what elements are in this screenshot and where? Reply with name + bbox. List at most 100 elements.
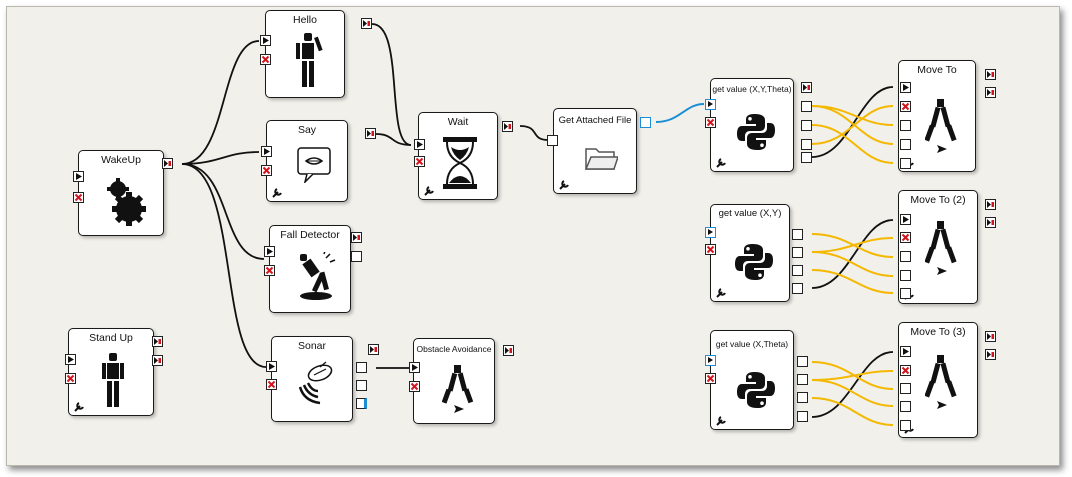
python-icon [735,244,773,280]
stopped-output-port[interactable] [152,355,163,366]
box-get-attached-file[interactable]: Get Attached File [553,108,637,194]
output-port[interactable] [792,247,803,258]
box-get-value-xy[interactable]: get value (X,Y) [710,204,790,302]
output-port[interactable] [801,101,812,112]
input-port[interactable] [900,401,911,412]
box-get-value-xtheta[interactable]: get value (X,Theta) [710,330,794,430]
start-input-port[interactable] [73,171,84,182]
box-standup[interactable]: Stand Up [68,328,154,416]
stop-input-port[interactable] [264,265,275,276]
output-port[interactable] [792,265,803,276]
box-title: get value (X,Y,Theta) [712,84,792,94]
stopped-output-port[interactable] [985,331,996,342]
box-title: Stand Up [89,332,133,344]
stop-input-port[interactable] [266,379,277,390]
stop-input-port[interactable] [705,117,716,128]
stopped-output-port[interactable] [503,345,514,356]
input-port[interactable] [900,270,911,281]
stop-input-port[interactable] [705,244,716,255]
box-title: Get Attached File [558,115,632,126]
output-port[interactable] [351,251,362,262]
stopped-output-port[interactable] [985,199,996,210]
robot-legs-icon [442,365,474,413]
stopped-output-port[interactable] [502,121,513,132]
box-move-to-2[interactable]: Move To (2) [898,190,978,304]
start-input-port[interactable] [414,139,425,150]
stopped-output-port[interactable] [152,336,163,347]
input-port[interactable] [900,158,911,169]
box-move-to[interactable]: Move To [898,60,976,172]
stop-input-port[interactable] [900,365,911,376]
start-input-port[interactable] [266,361,277,372]
output-port[interactable] [792,283,803,294]
python-icon [737,372,775,408]
stopped-output-port[interactable] [365,128,376,139]
stop-input-port[interactable] [705,373,716,384]
start-input-port[interactable] [65,354,76,365]
robot-legs-icon [925,355,957,409]
box-wakeup[interactable]: WakeUp [78,150,164,236]
wrench-icon [716,288,726,298]
stopped-output-port[interactable] [985,69,996,80]
box-title: WakeUp [101,154,141,166]
box-say[interactable]: Say [266,120,348,202]
start-input-port[interactable] [900,214,911,225]
box-get-value-xytheta[interactable]: get value (X,Y,Theta) [710,78,794,172]
box-hello[interactable]: Hello [265,10,345,98]
input-port[interactable] [900,288,911,299]
input-port[interactable] [547,135,558,146]
box-sonar[interactable]: Sonar [271,336,353,422]
output-port[interactable] [356,362,367,373]
input-port[interactable] [900,139,911,150]
output-port[interactable] [640,117,651,128]
stop-input-port[interactable] [409,381,420,392]
box-fall-detector[interactable]: Fall Detector [269,225,351,313]
start-input-port[interactable] [260,35,271,46]
start-input-port[interactable] [705,227,716,238]
stop-input-port[interactable] [65,373,76,384]
robot-waving-icon [296,33,323,87]
input-port[interactable] [900,251,911,262]
output-port[interactable] [801,139,812,150]
sonar-icon [298,361,333,405]
stopped-output-port[interactable] [162,158,173,169]
output-port[interactable] [801,120,812,131]
stopped-output-port[interactable] [351,232,362,243]
start-input-port[interactable] [705,99,716,110]
box-title: Move To [917,64,957,76]
start-input-port[interactable] [705,355,716,366]
output-port[interactable] [801,152,812,163]
stop-input-port[interactable] [900,101,911,112]
box-obstacle-avoidance[interactable]: Obstacle Avoidance [413,338,495,424]
stop-input-port[interactable] [900,232,911,243]
stopped-output-port[interactable] [361,18,372,29]
output-port[interactable] [792,229,803,240]
input-port[interactable] [900,120,911,131]
box-wait[interactable]: Wait [418,112,498,200]
start-input-port[interactable] [900,82,911,93]
start-input-port[interactable] [409,362,420,373]
stopped-output-port[interactable] [985,349,996,360]
start-input-port[interactable] [264,246,275,257]
stop-input-port[interactable] [414,156,425,167]
output-port[interactable] [797,411,808,422]
box-move-to-3[interactable]: Move To (3) [898,322,978,438]
output-port[interactable] [356,398,367,409]
wrench-icon [716,416,726,426]
box-title: Wait [447,116,469,128]
stop-input-port[interactable] [260,54,271,65]
output-port[interactable] [356,380,367,391]
output-port[interactable] [797,356,808,367]
stopped-output-port[interactable] [801,82,812,93]
input-port[interactable] [900,383,911,394]
start-input-port[interactable] [900,346,911,357]
stopped-output-port[interactable] [368,344,379,355]
output-port[interactable] [797,392,808,403]
stopped-output-port[interactable] [985,87,996,98]
stop-input-port[interactable] [261,165,272,176]
stopped-output-port[interactable] [985,217,996,228]
stop-input-port[interactable] [73,192,84,203]
start-input-port[interactable] [261,146,272,157]
output-port[interactable] [797,374,808,385]
input-port[interactable] [900,420,911,431]
